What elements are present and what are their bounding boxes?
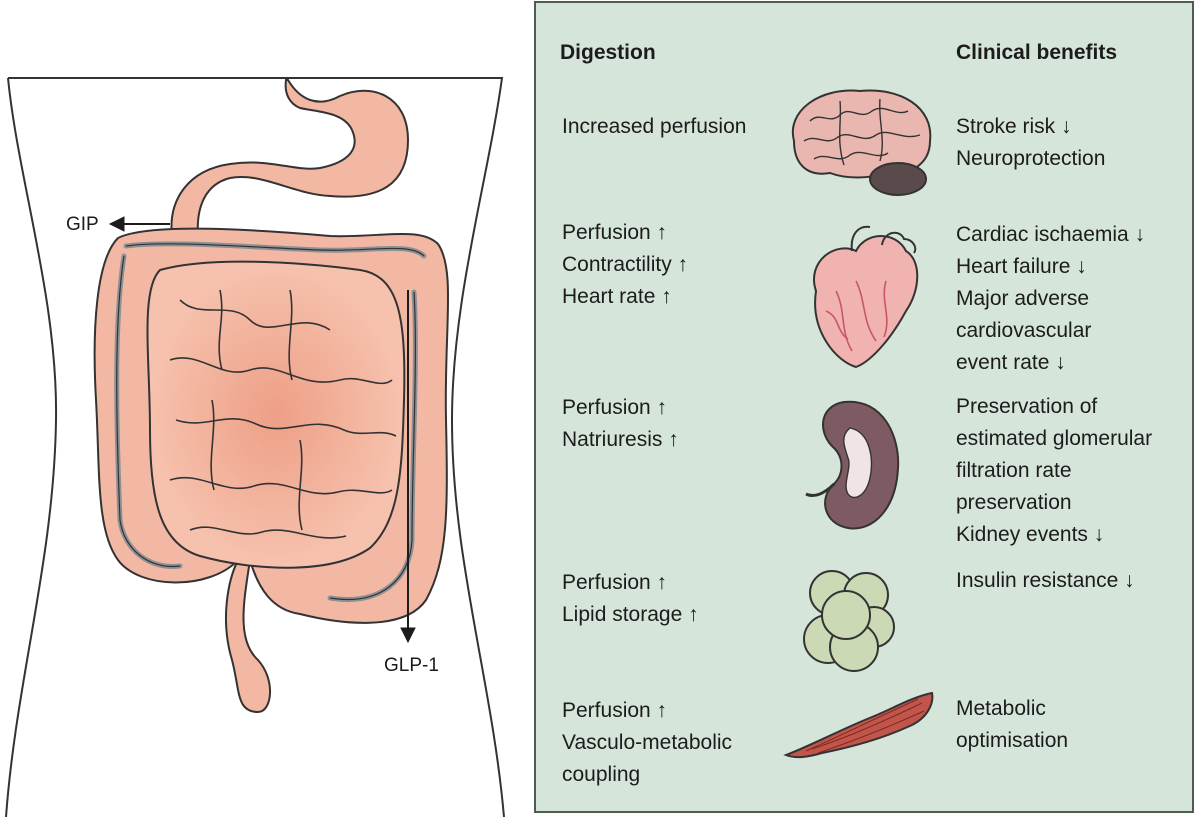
benefit-line: Metabolic xyxy=(956,697,1046,720)
brain-effects: Increased perfusion xyxy=(562,111,787,143)
effects-panel: Digestion Clinical benefits Increased pe… xyxy=(534,1,1194,813)
muscle-benefits: Metabolic optimisation xyxy=(956,693,1194,757)
benefit-line: cardiovascular xyxy=(956,319,1092,342)
kidney-icon xyxy=(805,400,900,530)
benefit-line: Insulin resistance ↓ xyxy=(956,569,1135,592)
glp1-arrow xyxy=(400,290,416,644)
effect-line: Vasculo-metabolic xyxy=(562,731,733,754)
benefit-line: Stroke risk ↓ xyxy=(956,115,1072,138)
benefit-line: event rate ↓ xyxy=(956,351,1066,374)
effect-line: Heart rate ↑ xyxy=(562,285,672,308)
effect-line: Lipid storage ↑ xyxy=(562,603,699,626)
intestine-folds xyxy=(169,289,397,539)
glp1-label: GLP-1 xyxy=(384,655,439,676)
benefit-line: Kidney events ↓ xyxy=(956,523,1105,546)
brain-icon xyxy=(791,89,932,196)
muscle-effects: Perfusion ↑ Vasculo-metabolic coupling xyxy=(562,695,787,791)
kidney-benefits: Preservation of estimated glomerular fil… xyxy=(956,391,1194,551)
adipose-effects: Perfusion ↑ Lipid storage ↑ xyxy=(562,567,787,631)
muscle-icon xyxy=(783,691,934,759)
effect-line: Natriuresis ↑ xyxy=(562,428,679,451)
gip-label: GIP xyxy=(66,214,99,235)
benefit-line: optimisation xyxy=(956,729,1069,752)
torso-outline xyxy=(5,77,505,817)
gut-illustration xyxy=(5,77,505,817)
effect-line: Contractility ↑ xyxy=(562,253,689,276)
kidney-effects: Perfusion ↑ Natriuresis ↑ xyxy=(562,392,787,456)
heart-benefits: Cardiac ischaemia ↓ Heart failure ↓ Majo… xyxy=(956,219,1194,379)
benefit-line: Heart failure ↓ xyxy=(956,255,1087,278)
header-digestion: Digestion xyxy=(560,41,656,64)
effect-line: Perfusion ↑ xyxy=(562,699,668,722)
benefit-line: preservation xyxy=(956,491,1072,514)
effect-line: coupling xyxy=(562,763,641,786)
header-clinical-benefits: Clinical benefits xyxy=(956,41,1118,64)
adipose-benefits: Insulin resistance ↓ xyxy=(956,565,1194,597)
effect-line: Perfusion ↑ xyxy=(562,396,668,419)
effect-line: Perfusion ↑ xyxy=(562,571,668,594)
heart-icon xyxy=(813,225,919,369)
benefit-line: estimated glomerular xyxy=(956,427,1153,450)
gip-arrow xyxy=(108,216,170,232)
effect-line: Increased perfusion xyxy=(562,115,747,138)
benefit-line: filtration rate xyxy=(956,459,1072,482)
brain-benefits: Stroke risk ↓ Neuroprotection xyxy=(956,111,1194,175)
benefit-line: Cardiac ischaemia ↓ xyxy=(956,223,1146,246)
effect-line: Perfusion ↑ xyxy=(562,221,668,244)
stomach xyxy=(170,79,410,237)
small-intestine xyxy=(146,260,406,569)
benefit-line: Preservation of xyxy=(956,395,1098,418)
heart-effects: Perfusion ↑ Contractility ↑ Heart rate ↑ xyxy=(562,217,787,313)
adipocytes-icon xyxy=(803,570,895,672)
benefit-line: Major adverse xyxy=(956,287,1090,310)
benefit-line: Neuroprotection xyxy=(956,147,1106,170)
